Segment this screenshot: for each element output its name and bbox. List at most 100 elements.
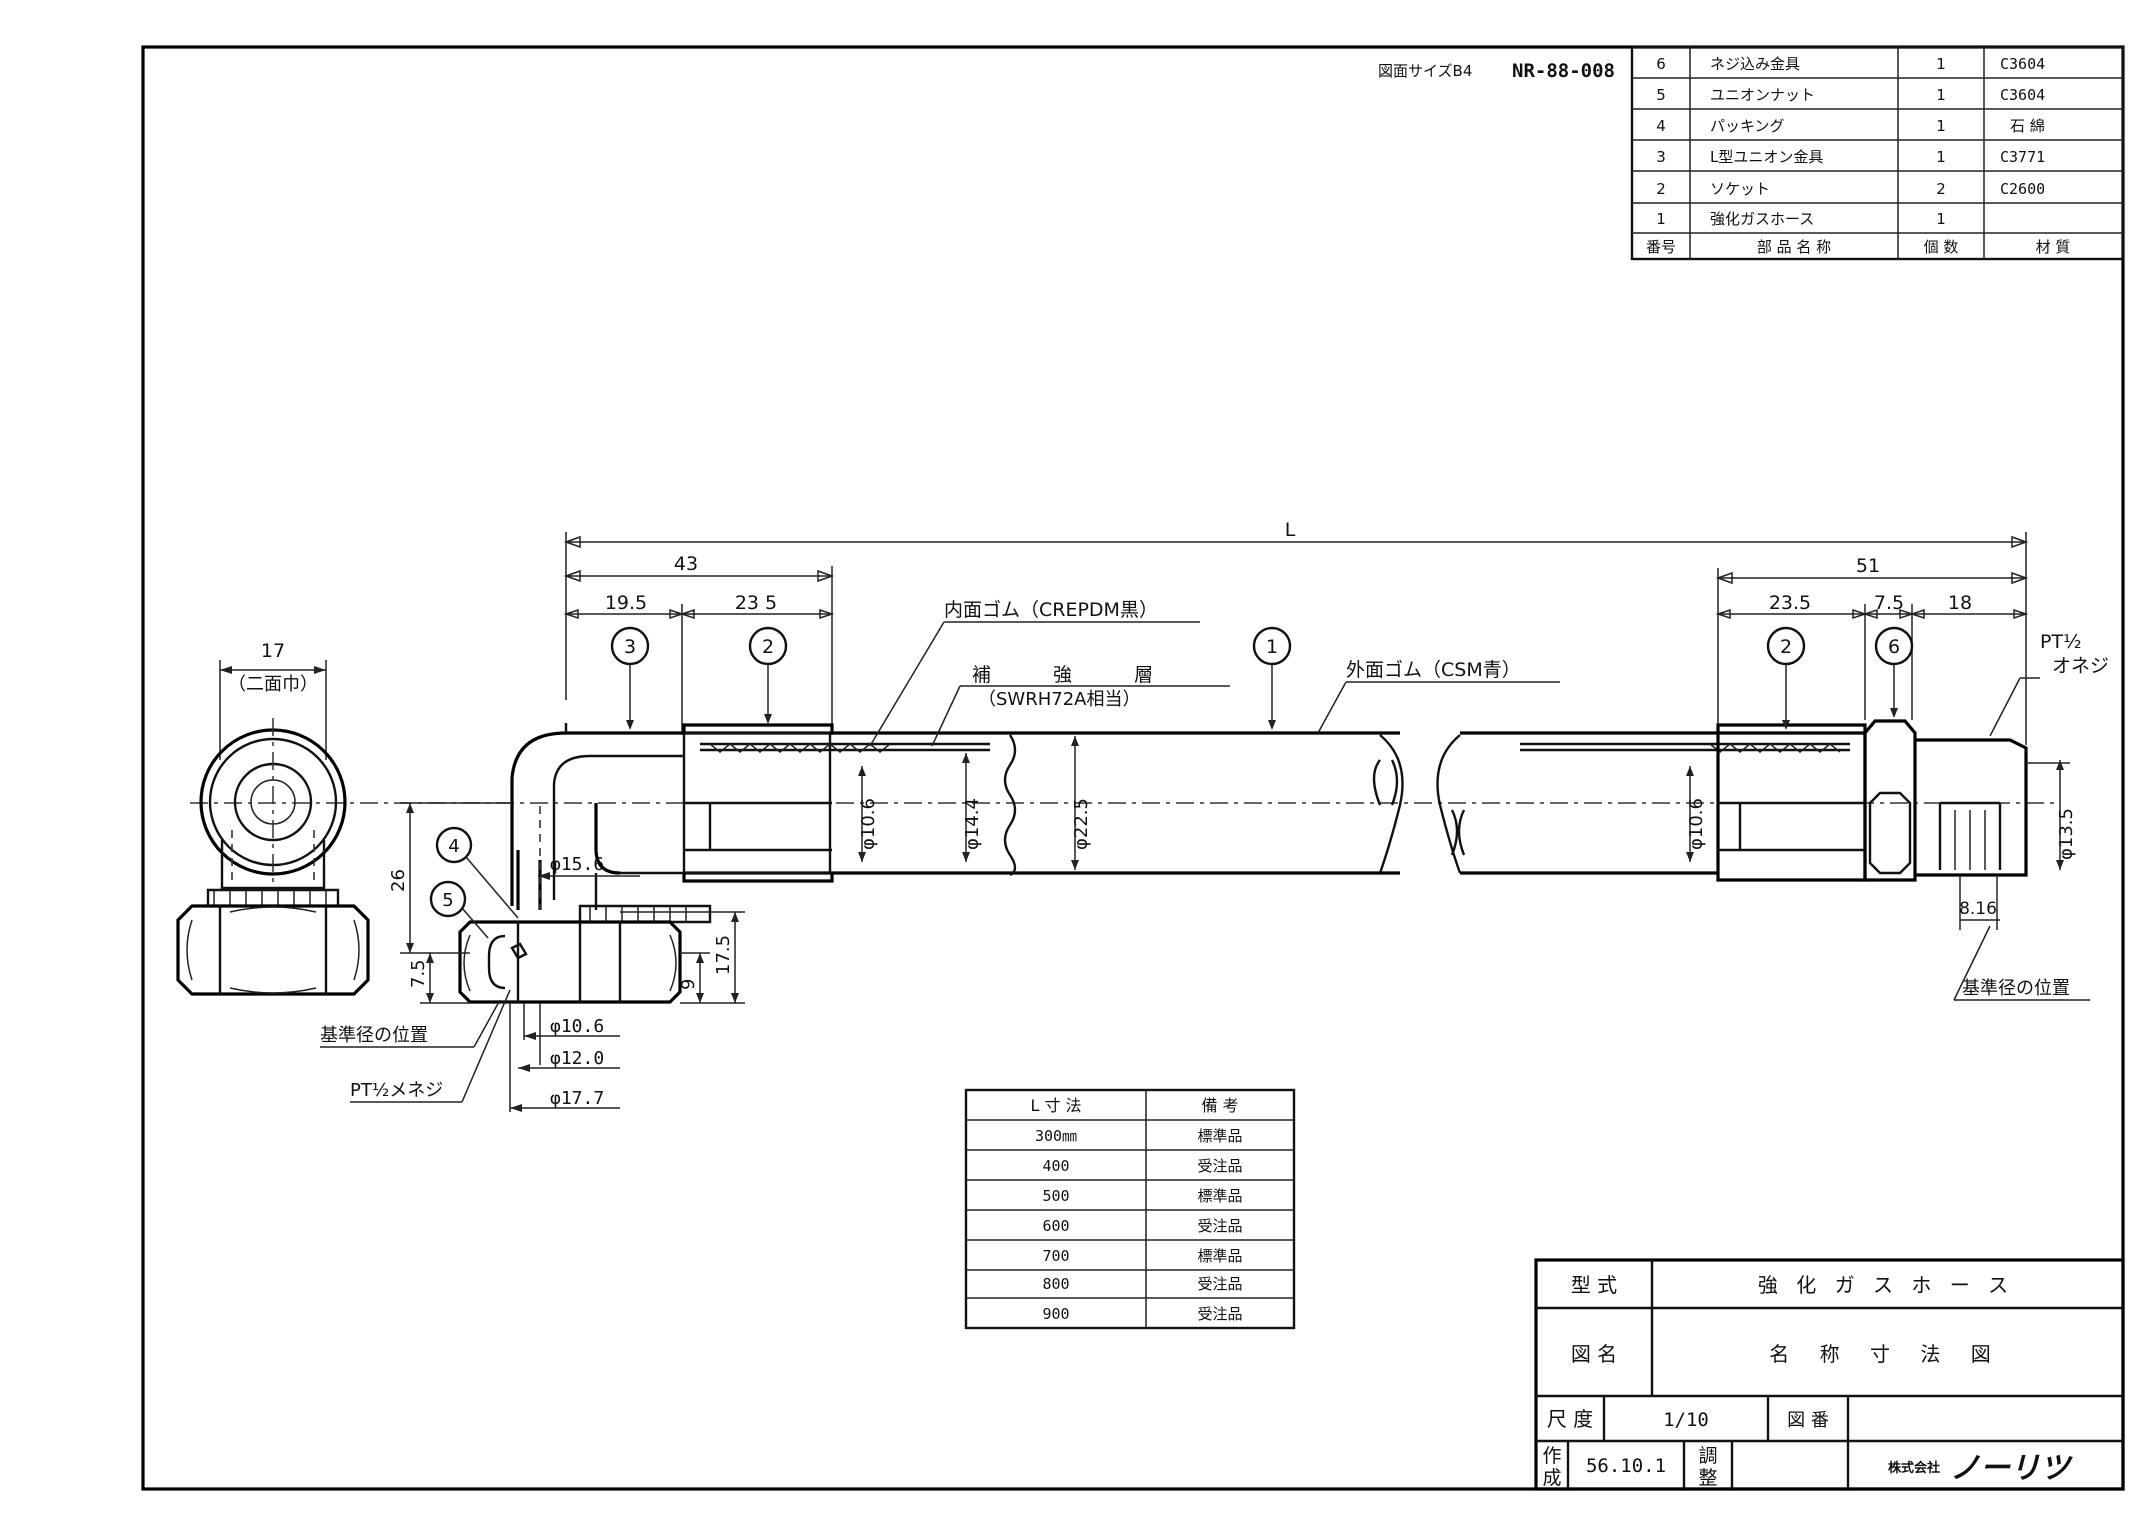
- length-500: 500: [1042, 1187, 1069, 1205]
- remarks-300: 標準品: [1197, 1127, 1242, 1145]
- adjust-label-2: 整: [1698, 1467, 1717, 1489]
- parts-row-6-material: C3604: [2000, 55, 2045, 73]
- dim-nimen-haba: （二面巾）: [228, 674, 318, 695]
- balloon-1: 1: [1266, 636, 1278, 658]
- dim-26: 26: [388, 869, 409, 892]
- parts-header-no: 番号: [1646, 238, 1676, 256]
- dim-phi10-6-left: φ10.6: [858, 798, 879, 850]
- hose-assembly-right: φ10.6 φ13.5 8.16: [1436, 719, 2077, 930]
- scale-value: 1/10: [1663, 1409, 1709, 1431]
- label-pt-male-1: PT½: [2040, 631, 2081, 653]
- label-ref-pos-left: 基準径の位置: [320, 1025, 428, 1046]
- parts-row-1-qty: 1: [1936, 210, 1946, 228]
- parts-row-4-qty: 1: [1936, 117, 1946, 135]
- dim-23-5-left: 23 5: [735, 592, 777, 614]
- dim-8-16: 8.16: [1959, 899, 1997, 919]
- hose-assembly-left: φ10.6 φ14.4 φ22.5: [682, 723, 1404, 883]
- remarks-header: 備 考: [1201, 1096, 1238, 1115]
- end-view-left: 17 （二面巾）: [176, 640, 370, 996]
- parts-row-2-material: C2600: [2000, 180, 2045, 198]
- sheet-size-label: 図面サイズB4: [1378, 62, 1472, 80]
- adjust-label-1: 調: [1698, 1445, 1717, 1467]
- dim-51: 51: [1856, 555, 1880, 577]
- made-label-1: 作: [1542, 1445, 1561, 1467]
- balloon-6: 6: [1888, 636, 1900, 658]
- balloon-4: 4: [448, 836, 459, 857]
- dim-7-5-right: 7.5: [1874, 592, 1904, 614]
- part-balloons: 3 2 1 2 6 4 5: [429, 626, 1914, 939]
- made-date: 56.10.1: [1586, 1455, 1666, 1477]
- dim-phi10-6-bottom: φ10.6: [550, 1016, 604, 1037]
- parts-row-2-name: ソケット: [1710, 180, 1770, 198]
- dimension-left-stack: 26 7.5 17.5 9 φ15.6 φ10.6 φ12.0 φ17.7: [388, 802, 745, 1112]
- parts-row-6-name: ネジ込み金具: [1710, 55, 1800, 73]
- remarks-500: 標準品: [1197, 1187, 1242, 1205]
- parts-header-name: 部 品 名 称: [1757, 238, 1831, 256]
- remarks-700: 標準品: [1197, 1247, 1242, 1265]
- callouts: 内面ゴム（CREPDM黒） 補 強 層 （SWRH72A相当） 外面ゴム（CSM…: [320, 599, 2109, 1103]
- scale-label: 尺 度: [1547, 1407, 1593, 1431]
- model-label: 型 式: [1571, 1273, 1617, 1297]
- title-block: 型 式 強 化 ガ ス ホ ー ス 図 名 名 称 寸 法 図 尺 度 1/10…: [1534, 1258, 2125, 1491]
- length-800: 800: [1042, 1275, 1069, 1293]
- dim-9: 9: [678, 979, 699, 990]
- dim-phi14-4: φ14.4: [962, 798, 983, 850]
- remarks-800: 受注品: [1197, 1275, 1242, 1293]
- parts-row-6-qty: 1: [1936, 55, 1946, 73]
- label-ref-pos-right: 基準径の位置: [1962, 978, 2070, 999]
- label-pt-female: PT½メネジ: [350, 1080, 443, 1101]
- dim-phi10-6-right: φ10.6: [1686, 798, 1707, 850]
- parts-header-qty: 個 数: [1924, 238, 1959, 256]
- drawing-number-header: NR-88-008: [1512, 60, 1615, 82]
- length-600: 600: [1042, 1217, 1069, 1235]
- label-pt-male-2: オネジ: [2052, 655, 2109, 677]
- drawing-name-label: 図 名: [1571, 1342, 1617, 1366]
- dim-17: 17: [261, 640, 285, 662]
- length-header: L 寸 法: [1030, 1096, 1081, 1115]
- parts-row-2-qty: 2: [1936, 180, 1946, 198]
- parts-table: 6 ネジ込み金具 1 C3604 5 ユニオンナット 1 C3604 4 パッキ…: [1630, 45, 2125, 261]
- made-label-2: 成: [1542, 1467, 1561, 1489]
- model-value: 強 化 ガ ス ホ ー ス: [1758, 1273, 2014, 1297]
- company-prefix: 株式会社: [1888, 1460, 1940, 1476]
- length-900: 900: [1042, 1305, 1069, 1323]
- parts-row-5-qty: 1: [1936, 86, 1946, 104]
- balloon-3: 3: [624, 636, 636, 658]
- length-700: 700: [1042, 1247, 1069, 1265]
- parts-row-1-no: 1: [1656, 210, 1666, 228]
- balloon-5: 5: [442, 890, 453, 911]
- length-table: L 寸 法 備 考 300㎜ 標準品 400 受注品 500 標準品 600 受…: [964, 1088, 1296, 1330]
- parts-row-5-name: ユニオンナット: [1710, 86, 1815, 104]
- length-300: 300㎜: [1035, 1127, 1077, 1145]
- parts-row-6-no: 6: [1656, 55, 1666, 73]
- label-inner-rubber: 内面ゴム（CREPDM黒）: [944, 599, 1158, 621]
- parts-row-3-material: C3771: [2000, 148, 2045, 166]
- dim-phi17-7: φ17.7: [550, 1088, 604, 1109]
- length-400: 400: [1042, 1157, 1069, 1175]
- remarks-400: 受注品: [1197, 1157, 1242, 1175]
- dim-17-5: 17.5: [713, 935, 734, 975]
- parts-row-2-no: 2: [1656, 180, 1666, 198]
- dim-23-5-right: 23.5: [1769, 592, 1811, 614]
- dim-phi22-5: φ22.5: [1071, 798, 1092, 850]
- parts-row-4-material: 石 綿: [2010, 117, 2045, 135]
- dimension-top-right: 51 23.5 7.5 18: [1715, 555, 2029, 735]
- label-reinforce: 補 強 層: [972, 664, 1181, 686]
- parts-row-3-name: L型ユニオン金具: [1710, 148, 1823, 166]
- label-outer-rubber: 外面ゴム（CSM青）: [1346, 659, 1521, 681]
- parts-row-4-name: パッキング: [1710, 117, 1785, 135]
- dim-phi15-6: φ15.6: [550, 854, 604, 875]
- balloon-2-right: 2: [1780, 636, 1792, 658]
- dim-phi13-5: φ13.5: [2056, 808, 2077, 860]
- dim-19-5: 19.5: [605, 592, 647, 614]
- dim-43: 43: [674, 553, 698, 575]
- dim-18: 18: [1948, 592, 1972, 614]
- dim-7-5-left: 7.5: [408, 959, 429, 988]
- remarks-600: 受注品: [1197, 1217, 1242, 1235]
- drawing-no-label: 図 番: [1787, 1410, 1829, 1431]
- balloon-2-left: 2: [762, 636, 774, 658]
- parts-row-1-name: 強化ガスホース: [1710, 210, 1814, 228]
- drawing-name-value: 名 称 寸 法 図: [1769, 1342, 2002, 1366]
- drawing-frame: [141, 45, 2125, 1491]
